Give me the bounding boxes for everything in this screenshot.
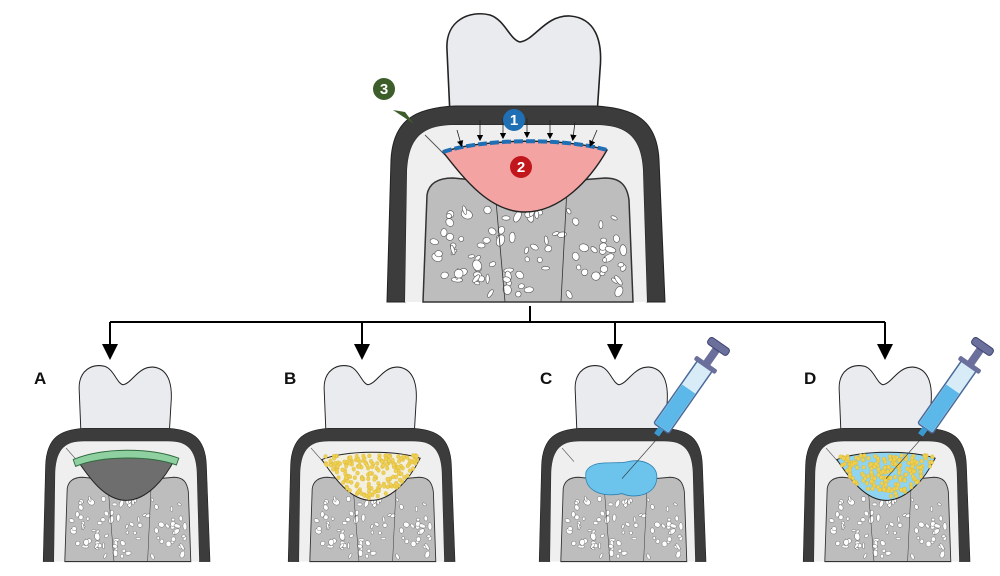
svg-text:3: 3 xyxy=(380,81,388,98)
membrane xyxy=(72,449,180,468)
panel-b-bone-graft xyxy=(287,365,456,563)
panel-c-injectable-gel xyxy=(538,365,707,563)
graft-granules xyxy=(323,453,419,501)
panel-label-d: D xyxy=(804,369,816,388)
pressure-arrows xyxy=(456,118,598,148)
gel-fill xyxy=(585,460,658,497)
pointer-arrowhead-icon xyxy=(393,110,414,124)
syringe-icon xyxy=(917,336,994,437)
badge-1: 1 xyxy=(503,109,525,131)
connector-arrows xyxy=(102,306,893,360)
svg-text:1: 1 xyxy=(510,112,518,129)
panel-label-c: C xyxy=(540,369,552,388)
panel-a-membrane xyxy=(42,365,211,563)
panel-label-b: B xyxy=(284,369,296,388)
svg-text:2: 2 xyxy=(517,159,525,176)
panel-d-graft-and-gel xyxy=(802,365,971,563)
graft-granules xyxy=(838,453,935,499)
syringe-icon xyxy=(653,336,730,437)
badge-2: 2 xyxy=(510,156,532,178)
badge-3: 3 xyxy=(373,78,395,100)
panel-label-a: A xyxy=(34,369,46,388)
